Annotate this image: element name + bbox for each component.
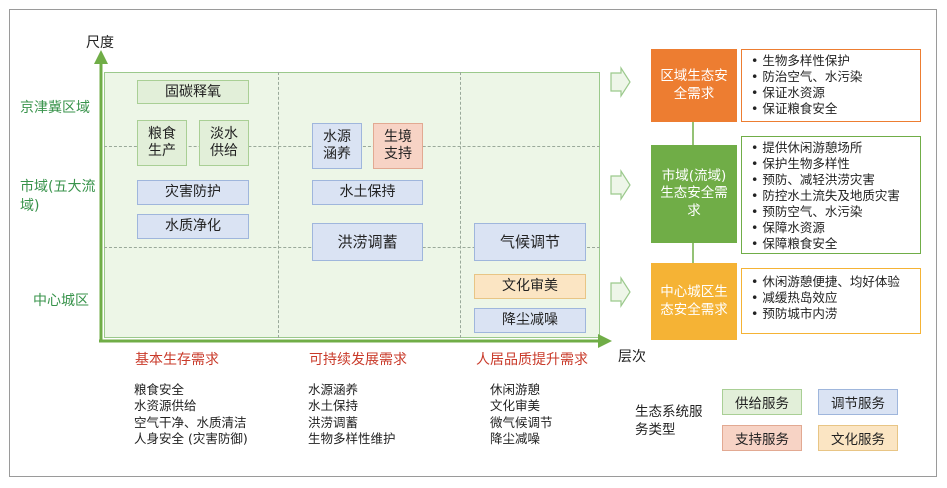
- list-item: 减缓热岛效应: [751, 290, 914, 306]
- level-detail-quality: 休闲游憩 文化审美 微气候调节 降尘减噪: [490, 382, 553, 447]
- service-freshwater: 淡水供给: [199, 120, 249, 166]
- list-item: 防控水土流失及地质灾害: [751, 188, 914, 204]
- need-city-title: 市域(流域)生态安全需求: [651, 145, 737, 243]
- list-item: 休闲游憩便捷、均好体验: [751, 274, 914, 290]
- list-item: 提供休闲游憩场所: [751, 140, 914, 156]
- level-label-quality: 人居品质提升需求: [476, 352, 588, 368]
- need-center-list: 休闲游憩便捷、均好体验 减缓热岛效应 预防城市内涝: [741, 268, 921, 334]
- list-item: 保障水资源: [751, 220, 914, 236]
- service-culture: 文化审美: [474, 274, 586, 299]
- list-item: 微气候调节: [490, 414, 553, 430]
- service-food: 粮食生产: [137, 120, 187, 166]
- legend-regulate: 调节服务: [818, 389, 898, 415]
- scale-label-region: 京津冀区域: [20, 100, 90, 116]
- y-axis-arrow: [94, 50, 108, 64]
- scale-label-center: 中心城区: [33, 293, 89, 309]
- level-detail-sustainable: 水源涵养 水土保持 洪涝调蓄 生物多样性维护: [308, 382, 396, 447]
- grid-divider: [460, 72, 461, 338]
- diagram-frame: [9, 9, 937, 477]
- list-item: 休闲游憩: [490, 382, 541, 397]
- list-item: 人身安全 (灾害防御): [134, 430, 248, 446]
- scale-label-city: 市域(五大流域): [20, 179, 96, 214]
- list-item: 空气干净、水质清洁: [134, 414, 247, 430]
- list-item: 预防、减轻洪涝灾害: [751, 172, 914, 188]
- service-climate: 气候调节: [474, 223, 586, 261]
- legend-support: 支持服务: [722, 425, 802, 451]
- y-axis-title: 尺度: [86, 35, 114, 51]
- list-item: 文化审美: [490, 398, 541, 414]
- service-soil: 水土保持: [312, 180, 423, 205]
- list-item: 生物多样性保护: [751, 53, 914, 69]
- service-flood: 洪涝调蓄: [312, 223, 423, 261]
- list-item: 洪涝调蓄: [308, 414, 359, 430]
- service-water-conservation: 水源涵养: [312, 123, 362, 169]
- list-item: 防治空气、水污染: [751, 69, 914, 85]
- legend-culture: 文化服务: [818, 425, 898, 451]
- list-item: 保证水资源: [751, 85, 914, 101]
- list-item: 水源涵养: [308, 382, 359, 397]
- service-habitat: 生境支持: [373, 123, 423, 169]
- x-axis-title: 层次: [618, 349, 646, 365]
- level-detail-basic: 粮食安全 水资源供给 空气干净、水质清洁 人身安全 (灾害防御): [134, 382, 248, 447]
- grid-divider: [278, 72, 279, 338]
- list-item: 降尘减噪: [490, 430, 541, 446]
- list-item: 粮食安全: [134, 382, 185, 397]
- list-item: 水土保持: [308, 398, 359, 414]
- level-label-basic: 基本生存需求: [135, 352, 219, 368]
- list-item: 水资源供给: [134, 398, 197, 414]
- list-item: 生物多样性维护: [308, 430, 396, 446]
- service-dust: 降尘减噪: [474, 308, 586, 333]
- need-city-list: 提供休闲游憩场所 保护生物多样性 预防、减轻洪涝灾害 防控水土流失及地质灾害 预…: [741, 136, 921, 254]
- arrow-right-icon: [610, 275, 631, 309]
- need-region-title: 区域生态安全需求: [651, 49, 737, 122]
- level-label-sustainable: 可持续发展需求: [309, 352, 407, 368]
- service-disaster: 灾害防护: [137, 180, 249, 205]
- legend-title: 生态系统服务类型: [635, 404, 703, 439]
- service-water-purify: 水质净化: [137, 214, 249, 239]
- list-item: 预防城市内涝: [751, 306, 914, 322]
- list-item: 保障粮食安全: [751, 236, 914, 252]
- arrow-right-icon: [610, 65, 631, 99]
- list-item: 保护生物多样性: [751, 156, 914, 172]
- legend-supply: 供给服务: [722, 389, 802, 415]
- list-item: 保证粮食安全: [751, 101, 914, 117]
- need-center-title: 中心城区生态安全需求: [651, 263, 737, 340]
- arrow-right-icon: [610, 168, 631, 202]
- x-axis-arrow: [598, 334, 612, 348]
- service-carbon: 固碳释氧: [137, 80, 249, 104]
- list-item: 预防空气、水污染: [751, 204, 914, 220]
- need-region-list: 生物多样性保护 防治空气、水污染 保证水资源 保证粮食安全: [741, 49, 921, 122]
